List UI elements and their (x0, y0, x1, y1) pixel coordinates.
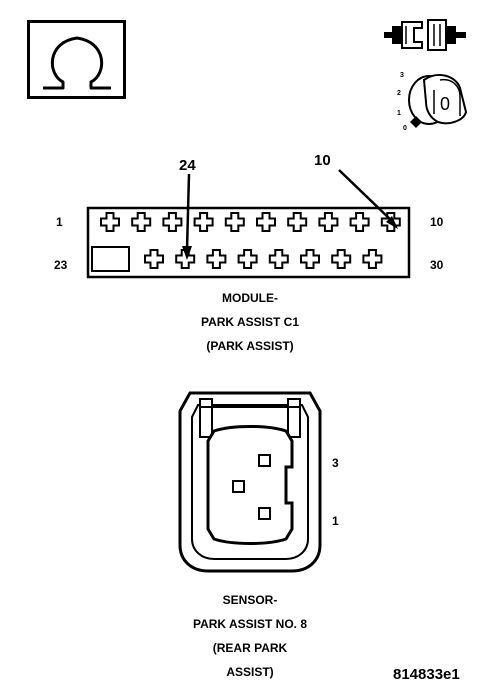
ignition-position-2: 2 (397, 90, 401, 97)
pin-cavity (256, 212, 276, 232)
pin-label-10: 10 (430, 215, 444, 229)
sensor-pin-1 (258, 507, 271, 520)
disconnect-connector-icon (384, 19, 466, 51)
pin-cavity (300, 249, 320, 269)
pin-cavity (349, 212, 370, 232)
pin-label-30: 30 (430, 258, 444, 272)
pin-cavity (131, 212, 152, 232)
sensor-pin-3 (258, 454, 271, 467)
sensor-pin-label-1: 1 (332, 514, 339, 528)
module-caption-line-1: MODULE- (222, 291, 278, 305)
ohmmeter-icon (27, 20, 126, 99)
callout-24-leader (185, 173, 191, 251)
figure-id: 814833e1 (393, 666, 460, 683)
sensor-caption-line-4: ASSIST) (226, 665, 274, 679)
sensor-caption-line-2: PARK ASSIST NO. 8 (192, 617, 308, 631)
ignition-position-1: 1 (397, 110, 401, 117)
pin-cavity (237, 249, 258, 269)
pin-cavity (193, 212, 214, 232)
pin-cavity (206, 249, 227, 269)
pin-cavity (224, 212, 245, 232)
ignition-key-off-icon (408, 73, 468, 128)
module-connector (86, 169, 411, 279)
pin-label-1: 1 (56, 215, 63, 229)
module-caption-line-3: (PARK ASSIST) (206, 339, 294, 353)
callout-10-leader (338, 169, 394, 223)
sensor-caption: SENSOR- PARK ASSIST NO. 8 (REAR PARK ASS… (140, 588, 360, 684)
sensor-pin-label-3: 3 (332, 456, 339, 470)
sensor-connector (178, 391, 322, 573)
ignition-position-3: 3 (400, 72, 404, 79)
sensor-caption-line-1: SENSOR- (222, 593, 278, 607)
sensor-pin-2 (232, 480, 245, 493)
pin-cavity (268, 249, 289, 269)
pin-cavity (362, 249, 383, 269)
key-slot (91, 246, 130, 272)
callout-10: 10 (314, 152, 331, 169)
ignition-key-label: 0 (440, 94, 451, 114)
pin-cavity (100, 212, 120, 232)
pin-cavity (144, 249, 164, 269)
module-caption: MODULE- PARK ASSIST C1 (PARK ASSIST) (140, 286, 360, 358)
sensor-caption-line-3: (REAR PARK (212, 641, 288, 655)
ignition-position-0: 0 (403, 125, 407, 132)
pin-cavity (287, 212, 308, 232)
module-caption-line-2: PARK ASSIST C1 (200, 315, 299, 329)
callout-24: 24 (179, 157, 196, 174)
pin-label-23: 23 (54, 258, 68, 272)
pin-cavity (318, 212, 339, 232)
pin-cavity (331, 249, 352, 269)
pin-cavity (162, 212, 183, 232)
pin-cavity (175, 249, 196, 269)
